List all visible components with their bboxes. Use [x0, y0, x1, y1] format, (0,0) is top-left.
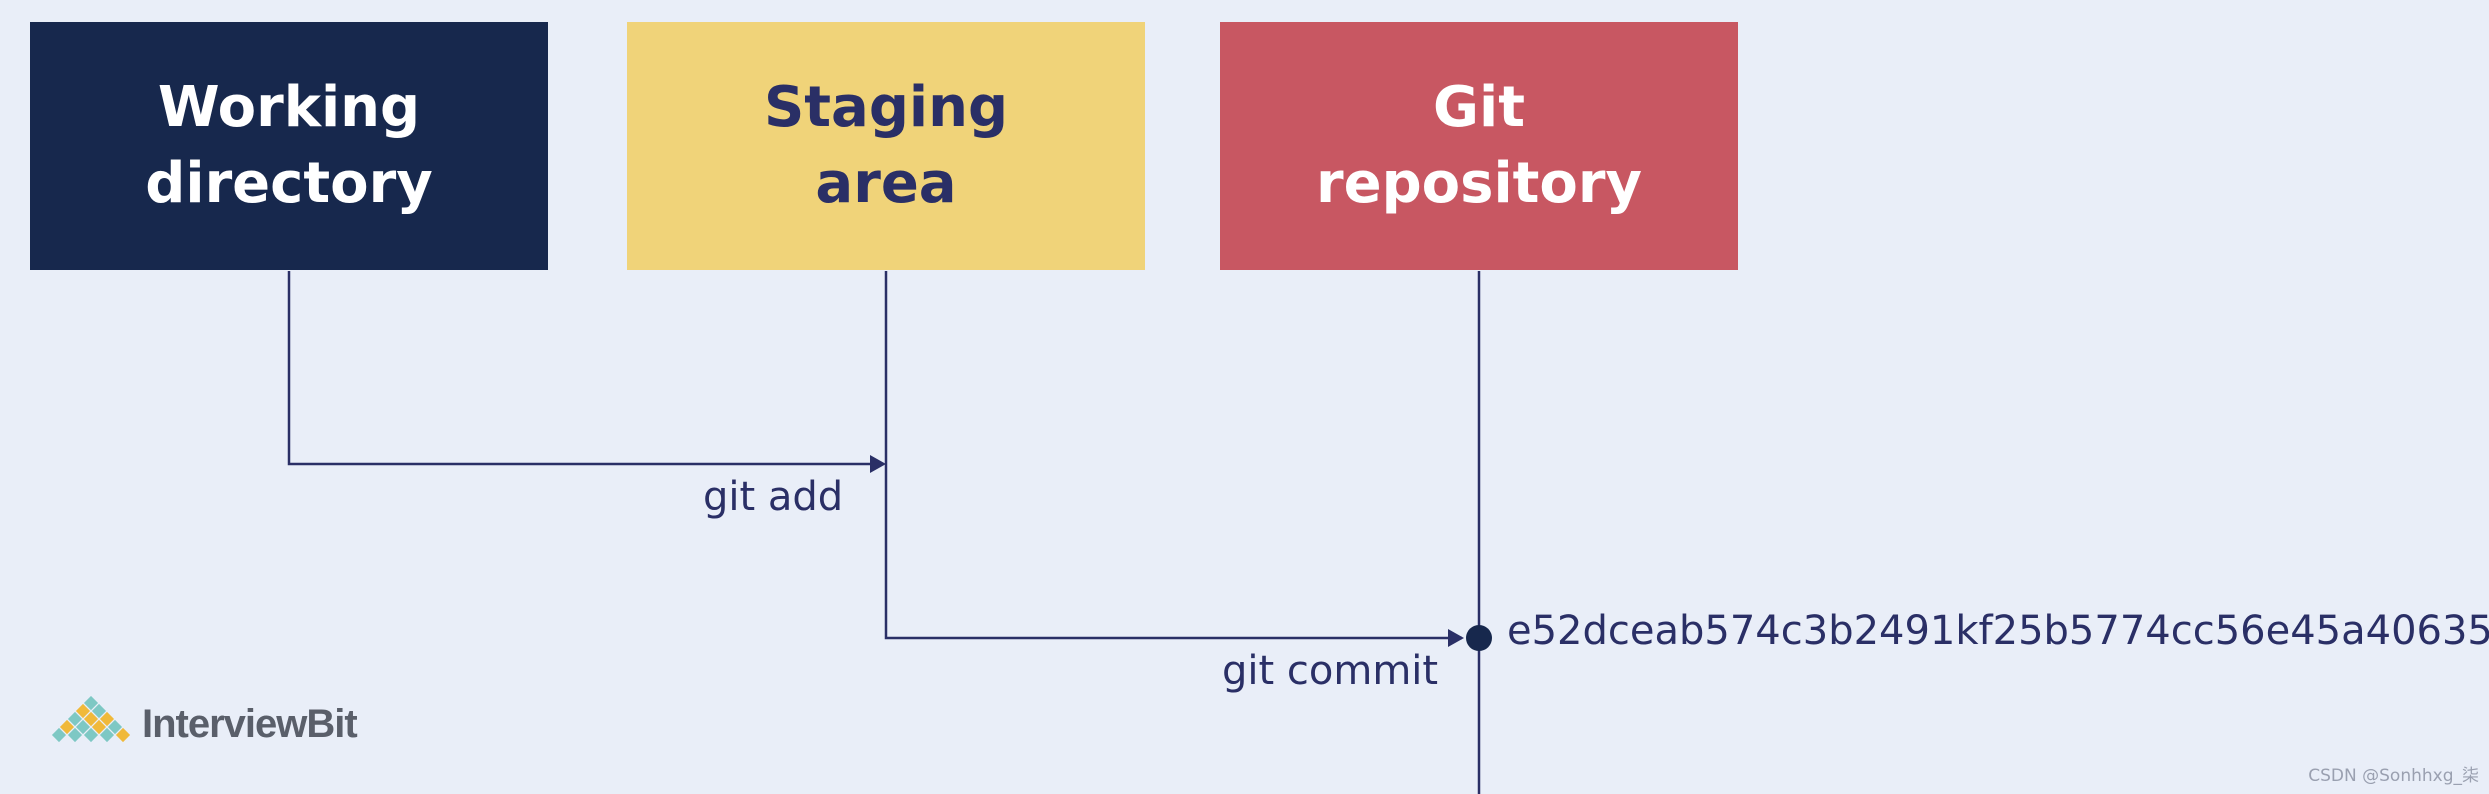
working-directory-title-line1: Working: [157, 75, 421, 140]
git-add-arrowhead: [870, 455, 886, 473]
staging-area-box: Staging area: [627, 22, 1145, 270]
git-repository-title-line2: repository: [1315, 151, 1643, 216]
commit-hash-label: e52dceab574c3b2491kf25b5774cc56e45a40635: [1507, 608, 2489, 654]
commit-node-dot: [1466, 625, 1492, 651]
working-directory-box: Working directory: [30, 22, 548, 270]
staging-area-title-line2: area: [815, 151, 957, 216]
git-add-label: git add: [703, 474, 844, 520]
staging-area-title-line1: Staging: [763, 75, 1009, 140]
git-commit-arrowhead: [1448, 629, 1464, 647]
interviewbit-logo-text: InterviewBit: [142, 701, 358, 746]
git-repository-box: Git repository: [1220, 22, 1738, 270]
interviewbit-logo: InterviewBit: [46, 696, 358, 752]
git-commit-label: git commit: [1222, 648, 1439, 694]
working-directory-title-line2: directory: [145, 151, 433, 216]
csdn-watermark: CSDN @Sonhhxg_柒: [2308, 766, 2479, 786]
git-commit-connector: [884, 271, 1462, 640]
interviewbit-logo-icon: [51, 696, 131, 743]
git-add-connector: [287, 271, 872, 466]
git-repository-title-line1: Git: [1433, 75, 1525, 140]
